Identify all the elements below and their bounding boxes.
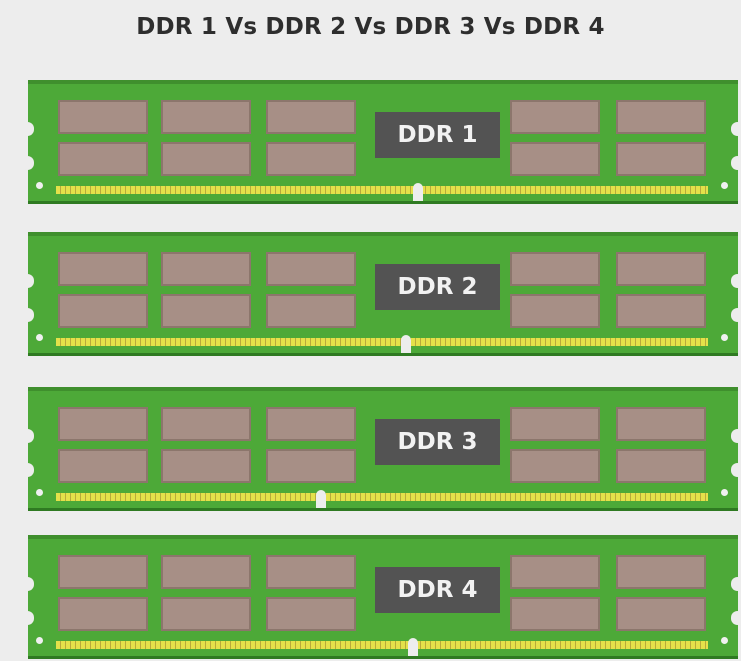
memory-chip bbox=[510, 252, 600, 286]
memory-chip bbox=[616, 294, 706, 328]
memory-chip bbox=[58, 597, 148, 631]
gold-contacts bbox=[56, 186, 708, 194]
side-notch bbox=[21, 577, 34, 591]
side-notch bbox=[731, 156, 741, 170]
memory-chip bbox=[510, 597, 600, 631]
memory-chip bbox=[616, 597, 706, 631]
memory-chip bbox=[58, 555, 148, 589]
side-notch bbox=[21, 463, 34, 477]
memory-chip bbox=[266, 294, 356, 328]
memory-chip bbox=[266, 555, 356, 589]
memory-chip bbox=[510, 294, 600, 328]
memory-chip bbox=[161, 142, 251, 176]
memory-chip bbox=[616, 449, 706, 483]
key-notch bbox=[401, 335, 411, 353]
mounting-hole bbox=[36, 489, 43, 496]
module-label: DDR 3 bbox=[375, 419, 500, 465]
mounting-hole bbox=[36, 637, 43, 644]
memory-chip bbox=[266, 407, 356, 441]
ram-module-1: DDR 1 bbox=[28, 80, 738, 204]
memory-chip bbox=[161, 407, 251, 441]
side-notch bbox=[731, 463, 741, 477]
ram-module-3: DDR 3 bbox=[28, 387, 738, 511]
memory-chip bbox=[266, 142, 356, 176]
memory-chip bbox=[510, 142, 600, 176]
memory-chip bbox=[161, 555, 251, 589]
memory-chip bbox=[510, 100, 600, 134]
memory-chip bbox=[161, 252, 251, 286]
key-notch bbox=[413, 183, 423, 201]
page-title: DDR 1 Vs DDR 2 Vs DDR 3 Vs DDR 4 bbox=[0, 14, 741, 40]
side-notch bbox=[731, 429, 741, 443]
memory-chip bbox=[510, 449, 600, 483]
memory-chip bbox=[161, 294, 251, 328]
mounting-hole bbox=[721, 489, 728, 496]
side-notch bbox=[21, 156, 34, 170]
mounting-hole bbox=[721, 637, 728, 644]
memory-chip bbox=[58, 100, 148, 134]
module-label: DDR 2 bbox=[375, 264, 500, 310]
memory-chip bbox=[58, 142, 148, 176]
memory-chip bbox=[58, 449, 148, 483]
mounting-hole bbox=[36, 334, 43, 341]
side-notch bbox=[731, 274, 741, 288]
memory-chip bbox=[616, 407, 706, 441]
memory-chip bbox=[161, 449, 251, 483]
memory-chip bbox=[266, 597, 356, 631]
memory-chip bbox=[58, 407, 148, 441]
memory-chip bbox=[58, 294, 148, 328]
memory-chip bbox=[266, 449, 356, 483]
side-notch bbox=[21, 308, 34, 322]
memory-chip bbox=[58, 252, 148, 286]
memory-chip bbox=[266, 100, 356, 134]
memory-chip bbox=[616, 100, 706, 134]
ram-module-2: DDR 2 bbox=[28, 232, 738, 356]
side-notch bbox=[21, 429, 34, 443]
mounting-hole bbox=[721, 182, 728, 189]
memory-chip bbox=[616, 555, 706, 589]
mounting-hole bbox=[36, 182, 43, 189]
memory-chip bbox=[266, 252, 356, 286]
mounting-hole bbox=[721, 334, 728, 341]
gold-contacts bbox=[56, 338, 708, 346]
memory-chip bbox=[510, 555, 600, 589]
memory-chip bbox=[616, 142, 706, 176]
memory-chip bbox=[161, 100, 251, 134]
memory-chip bbox=[510, 407, 600, 441]
memory-chip bbox=[616, 252, 706, 286]
gold-contacts bbox=[56, 641, 708, 649]
memory-chip bbox=[161, 597, 251, 631]
side-notch bbox=[731, 308, 741, 322]
key-notch bbox=[316, 490, 326, 508]
side-notch bbox=[21, 274, 34, 288]
module-label: DDR 1 bbox=[375, 112, 500, 158]
module-label: DDR 4 bbox=[375, 567, 500, 613]
ram-module-4: DDR 4 bbox=[28, 535, 738, 659]
gold-contacts bbox=[56, 493, 708, 501]
side-notch bbox=[21, 611, 34, 625]
side-notch bbox=[731, 577, 741, 591]
side-notch bbox=[21, 122, 34, 136]
side-notch bbox=[731, 122, 741, 136]
key-notch bbox=[408, 638, 418, 656]
side-notch bbox=[731, 611, 741, 625]
